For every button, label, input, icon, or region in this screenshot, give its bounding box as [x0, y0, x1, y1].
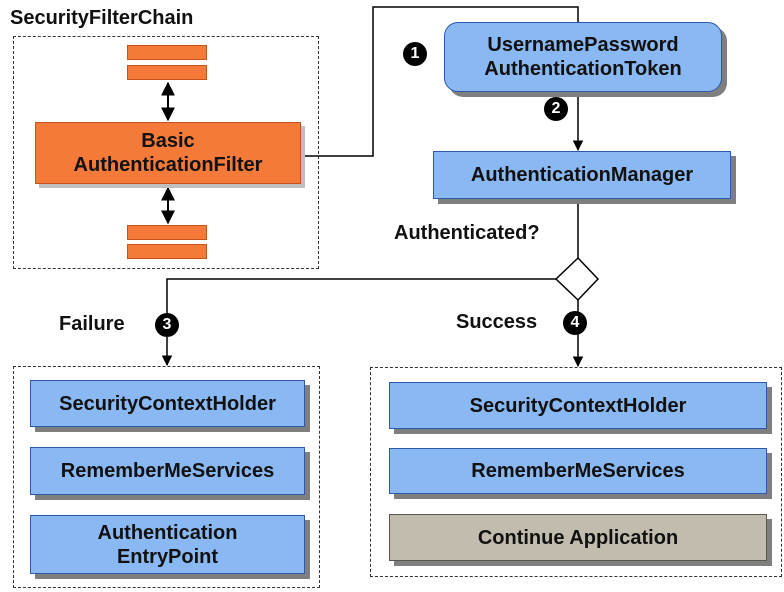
step-1-badge: 1	[403, 42, 427, 66]
username-password-token: UsernamePassword AuthenticationToken	[444, 22, 722, 92]
success-security-context-holder: SecurityContextHolder	[389, 382, 767, 429]
failure-remember-me-services: RememberMeServices	[30, 447, 305, 495]
authentication-entry-point: Authentication EntryPoint	[30, 515, 305, 574]
authenticated-question-label: Authenticated?	[394, 222, 540, 244]
continue-application: Continue Application	[389, 514, 767, 561]
success-label: Success	[456, 311, 538, 333]
authentication-manager: AuthenticationManager	[433, 151, 731, 199]
failure-security-context-holder: SecurityContextHolder	[30, 380, 305, 427]
filter-chain-container	[13, 36, 319, 269]
filter-placeholder-bar	[127, 225, 207, 240]
failure-container	[13, 366, 320, 588]
filter-placeholder-bar	[127, 244, 207, 259]
success-container	[370, 367, 782, 577]
filter-placeholder-bar	[127, 65, 207, 80]
failure-label: Failure	[59, 313, 125, 335]
success-remember-me-services: RememberMeServices	[389, 448, 767, 494]
step-3-badge: 3	[155, 313, 179, 337]
basic-authentication-filter: Basic AuthenticationFilter	[35, 122, 301, 184]
filter-placeholder-bar	[127, 45, 207, 60]
filter-chain-title: SecurityFilterChain	[10, 7, 194, 29]
step-2-badge: 2	[544, 97, 568, 121]
step-4-badge: 4	[563, 311, 587, 335]
filter-to-token-line	[300, 6, 579, 157]
decision-diamond	[554, 256, 600, 302]
